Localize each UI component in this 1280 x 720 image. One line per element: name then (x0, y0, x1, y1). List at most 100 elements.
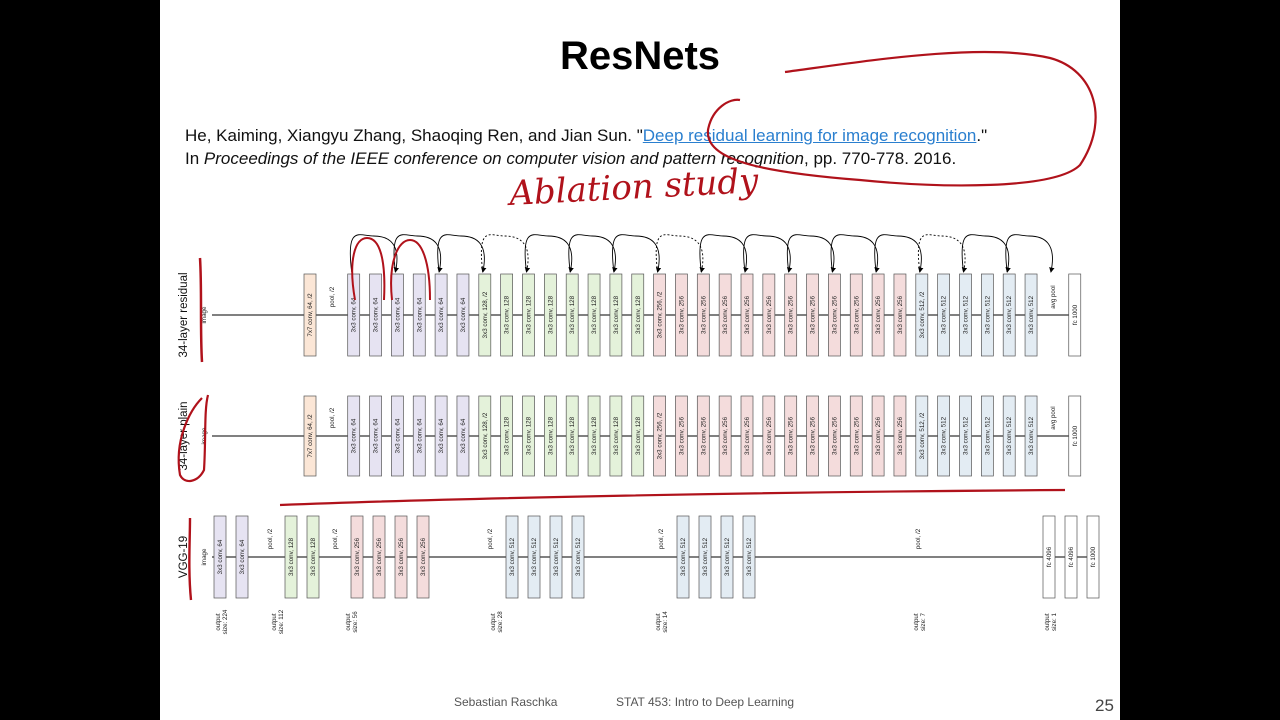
layer-block (718, 395, 732, 477)
pool-label: pool, /2 (332, 528, 339, 549)
ink-bracket-vgg (188, 517, 193, 601)
layer-block-label: 3x3 conv, 256 (700, 295, 707, 334)
layer-block-label: 3x3 conv, 512 (1006, 416, 1013, 455)
pool-label: pool, /2 (487, 528, 494, 549)
layer-block (500, 395, 513, 477)
layer-block-label: 3x3 conv, 512 (509, 537, 516, 576)
layer-block-label: 3x3 conv, 128 (613, 416, 620, 455)
layer-block-label: 3x3 conv, 256 (744, 416, 751, 455)
output-size-label: output (271, 613, 278, 630)
input-image-label: image (201, 548, 208, 565)
output-size-value: size: 224 (222, 609, 229, 634)
layer-block-label: 3x3 conv, 64 (438, 418, 445, 453)
layer-block (478, 395, 492, 477)
layer-block-label: 3x3 conv, 128 (569, 416, 576, 455)
layer-block (806, 273, 819, 357)
layer-block-label: 3x3 conv, 512 (1028, 295, 1035, 334)
layer-block (1002, 395, 1016, 477)
layer-block (631, 273, 645, 357)
layer-block (1064, 515, 1078, 599)
slide: ResNets He, Kaiming, Xiangyu Zhang, Shao… (160, 0, 1120, 720)
layer-block (698, 515, 712, 599)
paper-link[interactable]: Deep residual learning for image recogni… (642, 126, 977, 145)
skip-connection (612, 234, 662, 273)
layer-block-label: 3x3 conv, 128 (504, 295, 511, 334)
ink-bracket-residual (198, 257, 204, 363)
layer-block (871, 395, 885, 477)
output-size-label: output (490, 613, 497, 630)
layer-block-label: 3x3 conv, 128 (613, 295, 620, 334)
skip-connection (786, 234, 836, 273)
layer-block (500, 273, 513, 357)
pool-label: pool, /2 (915, 528, 922, 549)
skip-connection (568, 234, 618, 273)
layer-block (937, 395, 951, 477)
layer-block (696, 395, 710, 477)
skip-connection (699, 234, 749, 273)
layer-block-label: 3x3 conv, 64 (394, 297, 401, 332)
layer-block (675, 273, 688, 357)
layer-block-label: 3x3 conv, 256 (831, 416, 838, 455)
citation-in: In (185, 149, 204, 168)
citation-authors: He, Kaiming, Xiangyu Zhang, Shaoqing Ren… (185, 126, 643, 145)
layer-block-label: 3x3 conv, 512 (963, 416, 970, 455)
layer-block-label: 3x3 conv, 512 (531, 537, 538, 576)
layer-block (762, 273, 776, 357)
layer-block (1068, 395, 1082, 477)
layer-block (587, 273, 601, 357)
layer-block-label: 3x3 conv, 512 (746, 537, 753, 576)
layer-block-label: 7x7 conv, 64, /2 (307, 293, 314, 337)
layer-block (720, 515, 734, 599)
footer-author: Sebastian Raschka (454, 695, 558, 709)
layer-block-label: 3x3 conv, 128 (591, 416, 598, 455)
layer-block-label: 3x3 conv, 128 (591, 295, 598, 334)
layer-block (544, 273, 557, 357)
layer-block (718, 273, 732, 357)
layer-block (1042, 515, 1056, 599)
layer-block-label: 3x3 conv, 512 (724, 537, 731, 576)
pool-label: pool, /2 (658, 528, 665, 549)
layer-block (1002, 273, 1016, 357)
layer-block (544, 395, 557, 477)
layer-block (653, 395, 666, 477)
skip-connection (393, 234, 443, 273)
ink-ablation-study: Ablation study (505, 161, 760, 214)
layer-block (742, 515, 756, 599)
layer-block-label: 3x3 conv, 64 (351, 418, 358, 453)
layer-block-label: 3x3 conv, 64 (416, 297, 423, 332)
skip-connection (437, 234, 487, 273)
layer-block-label: 3x3 conv, 512 (1006, 295, 1013, 334)
layer-block (828, 395, 841, 477)
layer-block-label: 3x3 conv, 512 (963, 295, 970, 334)
layer-block-label: 3x3 conv, 128 (288, 537, 295, 576)
layer-block (527, 515, 541, 599)
layer-block-label: 3x3 conv, 256 (831, 295, 838, 334)
layer-block (893, 395, 907, 477)
layer-block (696, 273, 710, 357)
output-size-label: output (913, 613, 920, 630)
layer-block (915, 395, 929, 477)
layer-block (609, 395, 623, 477)
pool-label: avg pool (1050, 285, 1057, 308)
row-label: VGG-19 (178, 536, 190, 578)
layer-block-label: 3x3 conv, 256 (766, 295, 773, 334)
layer-block-label: 3x3 conv, 256 (354, 537, 361, 576)
output-size-value: size: 56 (352, 611, 359, 633)
layer-block (631, 395, 645, 477)
layer-block (303, 273, 317, 357)
layer-block-label: 3x3 conv, 64 (351, 297, 358, 332)
layer-block-label: 3x3 conv, 128 (310, 537, 317, 576)
layer-block-label: 3x3 conv, 256 (853, 416, 860, 455)
layer-block (609, 273, 623, 357)
skip-connection (961, 234, 1011, 273)
layer-block (762, 395, 776, 477)
layer-block (522, 395, 535, 477)
layer-block (980, 395, 994, 477)
layer-block (849, 273, 863, 357)
output-size-value: size: 28 (497, 611, 504, 633)
layer-block-label: 3x3 conv, 128, /2 (482, 412, 489, 459)
layer-block-label: 3x3 conv, 512 (984, 295, 991, 334)
